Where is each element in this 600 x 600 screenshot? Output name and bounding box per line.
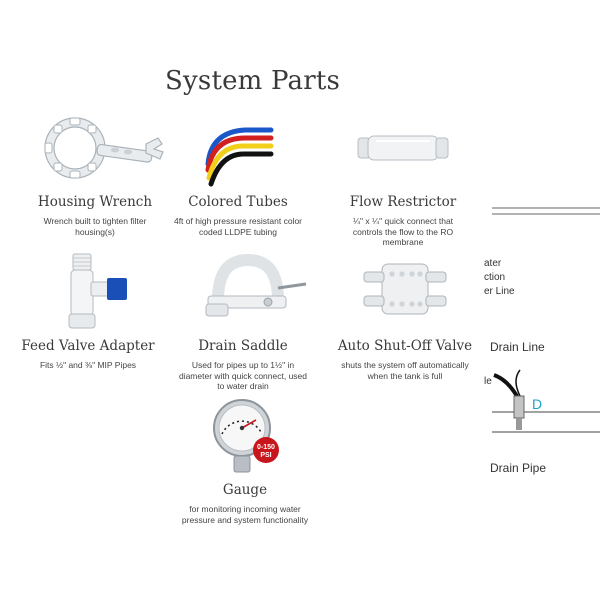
housing-wrench-icon [20, 108, 170, 188]
part-description: Fits ½" and ⅜" MIP Pipes [39, 360, 137, 370]
part-name: Flow Restrictor [349, 194, 457, 210]
auto-shutoff-valve-icon [330, 252, 480, 332]
part-name: Gauge [222, 482, 268, 498]
part-name: Feed Valve Adapter [21, 338, 155, 354]
side-diagram: ater ction er Line Drain Line le D Drain… [480, 200, 600, 490]
part-colored-tubes: Colored Tubes 4ft of high pressure resis… [163, 108, 313, 237]
part-feed-valve-adapter: Feed Valve Adapter Fits ½" and ⅜" MIP Pi… [13, 252, 163, 371]
feed-valve-adapter-icon [13, 252, 163, 332]
part-name: Housing Wrench [37, 194, 153, 210]
flow-restrictor-icon [328, 108, 478, 188]
side-label-fragment-2: ction [484, 272, 506, 283]
gauge-badge-range: 0-150 [257, 444, 275, 451]
side-label-fragment-4: le [484, 376, 492, 387]
drain-pipe-label: Drain Pipe [490, 461, 547, 475]
part-housing-wrench: Housing Wrench Wrench built to tighten f… [20, 108, 170, 237]
part-gauge: 0-150 PSI Gauge for monitoring incoming … [170, 398, 320, 525]
gauge-badge-unit: PSI [260, 452, 271, 459]
part-description: 4ft of high pressure resistant color cod… [173, 216, 303, 237]
part-drain-saddle: Drain Saddle Used for pipes up to 1½" in… [168, 252, 318, 392]
side-label-fragment-1: ater [484, 258, 502, 269]
part-name: Colored Tubes [188, 194, 288, 210]
part-flow-restrictor: Flow Restrictor ¼" x ¼" quick connect th… [328, 108, 478, 248]
drain-saddle-icon [168, 252, 318, 332]
page-title: System Parts [165, 66, 341, 96]
part-description: for monitoring incoming water pressure a… [181, 504, 309, 525]
colored-tubes-icon [163, 108, 313, 188]
diagram-d-label: D [532, 396, 543, 412]
side-label-fragment-3: er Line [484, 286, 515, 297]
part-description: Used for pipes up to 1½" in diameter wit… [178, 360, 308, 391]
part-description: shuts the system off automatically when … [341, 360, 469, 381]
part-name: Auto Shut-Off Valve [337, 338, 473, 354]
part-description: Wrench built to tighten filter housing(s… [43, 216, 147, 237]
part-name: Drain Saddle [198, 338, 288, 354]
part-description: ¼" x ¼" quick connect that controls the … [352, 216, 454, 247]
part-auto-shutoff-valve: Auto Shut-Off Valve shuts the system off… [330, 252, 480, 381]
drain-line-label: Drain Line [490, 340, 545, 354]
pressure-gauge-icon: 0-150 PSI [170, 398, 320, 476]
